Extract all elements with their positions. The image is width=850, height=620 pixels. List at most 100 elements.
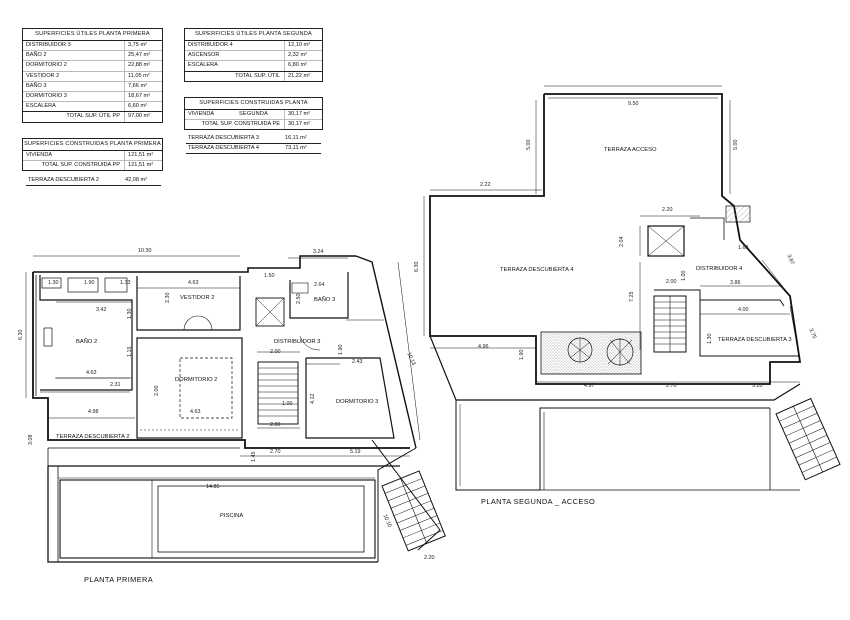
dim-label-vertical: 2.30 [165,292,171,304]
dim-label-vertical: 7.25 [629,291,635,303]
dim-label-vertical: 1.90 [338,344,344,356]
dim-label: 3.42 [96,307,107,313]
dim-label: 4.00 [738,307,749,313]
dim-label: 3.86 [730,280,741,286]
dim-label-vertical: 1.15 [127,346,133,358]
terraza-3-name: TERRAZA DESCUBIERTA 3 [188,135,259,141]
dim-label: 2.31 [110,382,121,388]
plan-title-primera: PLANTA PRIMERA [84,575,154,584]
room-label-terraza-4: TERRAZA DESCUBIERTA 4 [500,267,574,273]
dim-label: 5.19 [350,449,361,455]
room-label-distribuidor-4: DISTRIBUIDOR 4 [696,266,743,272]
room-label-terraza-acceso: TERRAZA ACCESO [604,147,657,153]
room-label-dormitorio-2: DORMITORIO 2 [175,377,218,383]
dim-label-vertical: 1.30 [127,308,133,320]
table-superficies-construidas-primera: SUPERFICIES CONSTRUIDAS PLANTA PRIMERA V… [22,138,163,172]
terraza-2-name: TERRAZA DESCUBIERTA 2 [28,177,99,183]
dim-label: 1.90 [84,280,95,286]
dim-label: 4.63 [188,280,199,286]
room-label-terraza-2: TERRAZA DESCUBIERTA 2 [56,434,130,440]
planta-segunda-walls [429,93,841,491]
dim-label-vertical: 5.00 [733,139,739,151]
dim-label-vertical: 1.30 [707,333,713,345]
dim-label: 2.64 [314,282,325,288]
room-label-terraza-3: TERRAZA DESCUBIERTA 3 [718,337,792,343]
dim-label: 2.70 [270,449,281,455]
dim-label: 1.00 [282,401,293,407]
dim-label-vertical: 1.90 [519,349,525,361]
dim-label: 2.22 [480,182,491,188]
dim-label: 10.30 [138,248,152,254]
terraza-3-value: 16,11 m² [285,135,307,141]
dim-label-vertical: 5.00 [526,139,532,151]
room-label-dormitorio-3: DORMITORIO 3 [336,399,379,405]
dim-label: 1.30 [48,280,59,286]
dim-label: 2.43 [352,359,363,365]
table-superficies-utiles-segunda: SUPERFICIES ÚTILES PLANTA SEGUNDA DISTRI… [184,28,323,82]
terraza-4-name: TERRAZA DESCUBIERTA 4 [188,145,259,151]
table-title: SUPERFICIES CONSTRUIDAS PLANTA PRIMERA [23,139,162,151]
dim-label: 1.33 [120,280,131,286]
dim-label: 4.98 [88,409,99,415]
dim-label: 1.50 [264,273,275,279]
terraza-2-line: TERRAZA DESCUBIERTA 2 42,08 m² [26,176,161,186]
dim-label: 1.63 [738,245,749,251]
planta-primera-walls [32,255,446,563]
dim-label: 2.20 [662,207,673,213]
dim-label: 4.96 [478,344,489,350]
room-label-piscina: PISCINA [220,513,244,519]
dim-label-vertical: 1.45 [251,451,257,463]
room-label-bano-2: BAÑO 2 [76,339,98,345]
planta-primera-dimension-lines [25,255,421,479]
dim-label: 9.50 [628,101,639,107]
planta-segunda-dimension-lines [423,85,801,383]
terrazas-segunda-lines: TERRAZA DESCUBIERTA 3 16,11 m² TERRAZA DE… [186,134,321,154]
dim-label: 2.70 [666,383,677,389]
dim-label-vertical: 3.08 [28,434,34,446]
dim-label-vertical: 2.00 [154,385,160,397]
room-label-bano-3: BAÑO 3 [314,297,336,303]
dim-label-vertical: 4.12 [310,393,316,405]
table-title: SUPERFICIES ÚTILES PLANTA PRIMERA [23,29,162,41]
dim-label-vertical: 2.50 [296,293,302,305]
dim-label: 4.97 [584,383,595,389]
dim-label-vertical: 1.00 [681,270,687,282]
dim-label: 2.00 [666,279,677,285]
dim-label: 14.85 [206,484,220,490]
table-superficies-utiles-primera: SUPERFICIES ÚTILES PLANTA PRIMERA DISTRI… [22,28,163,123]
table-title: SUPERFICIES ÚTILES PLANTA SEGUNDA [185,29,322,41]
dim-label: 3.24 [313,249,324,255]
dim-label: 2.20 [424,555,435,561]
terraza-4-value: 73,11 m² [285,145,307,151]
dim-label-vertical: 2.04 [619,236,625,248]
room-label-vestidor-2: VESTIDOR 2 [180,295,215,301]
dim-label: 5.20 [752,383,763,389]
terraza-2-value: 42,08 m² [125,177,148,183]
dim-label: 4.63 [190,409,201,415]
plan-title-segunda: PLANTA SEGUNDA _ ACCESO [481,497,596,506]
dim-label: 2.00 [270,422,281,428]
room-label-distribuidor-3: DISTRIBUIDOR 3 [274,339,321,345]
dim-label-vertical: 6.30 [18,329,24,341]
table-title: SUPERFICIES CONSTRUIDAS PLANTA SEGUNDA [185,98,322,117]
dim-label: 2.00 [270,349,281,355]
dim-label: 4.63 [86,370,97,376]
dim-label-vertical: 6.30 [414,261,420,273]
